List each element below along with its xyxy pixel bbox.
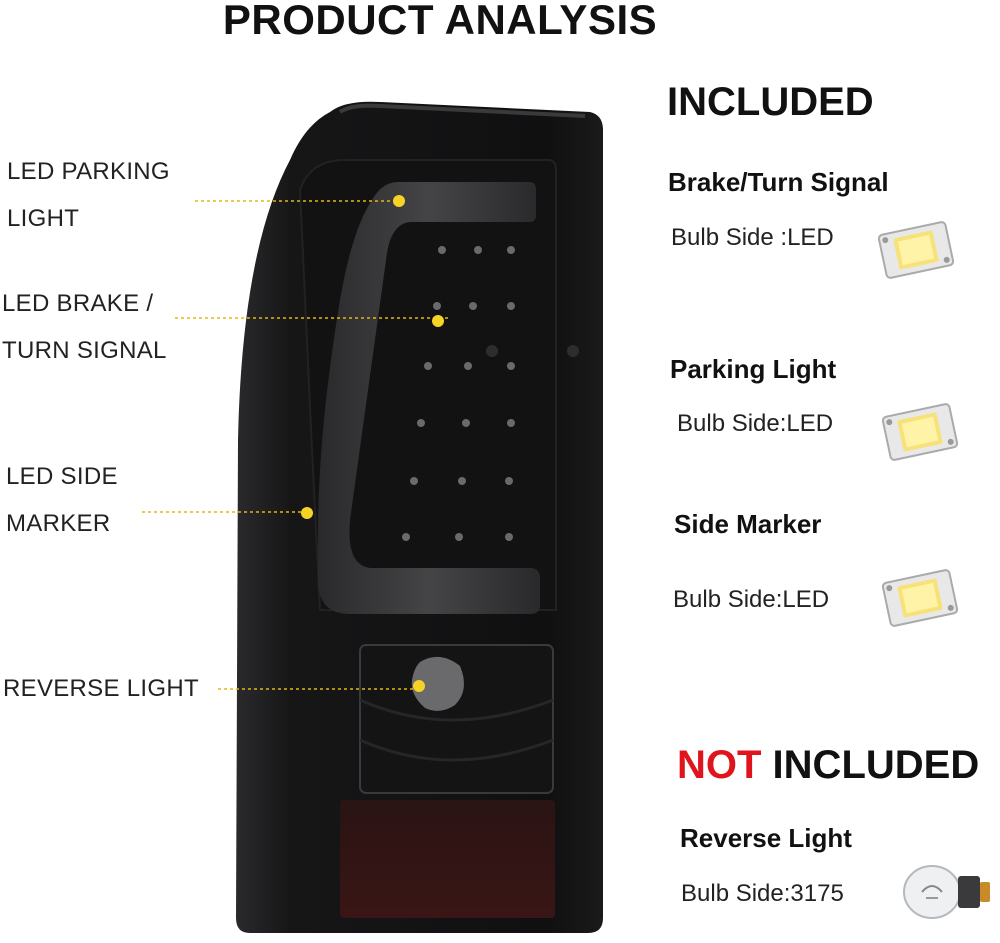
led-dot bbox=[433, 302, 441, 310]
parking-light-marker bbox=[393, 195, 405, 207]
led-dot bbox=[462, 419, 470, 427]
led-chip-icon bbox=[877, 221, 955, 279]
callout-side-marker: LED SIDE MARKER bbox=[6, 463, 118, 537]
led-chip-icon bbox=[881, 403, 959, 461]
page-title: PRODUCT ANALYSIS bbox=[222, 0, 658, 43]
callout-reverse-light: REVERSE LIGHT bbox=[3, 675, 199, 702]
callout-parking-light: LED PARKING LIGHT bbox=[7, 158, 170, 232]
led-dot bbox=[455, 533, 463, 541]
callout-brake-turn: LED BRAKE / TURN SIGNAL bbox=[2, 290, 167, 364]
led-array bbox=[402, 246, 515, 541]
led-dot bbox=[402, 533, 410, 541]
led-dot bbox=[469, 302, 477, 310]
red-lens bbox=[340, 800, 555, 918]
led-dot bbox=[507, 419, 515, 427]
light-tube bbox=[318, 182, 540, 614]
led-dot bbox=[424, 362, 432, 370]
led-dot bbox=[507, 302, 515, 310]
led-dot bbox=[505, 477, 513, 485]
reverse-bulb-housing bbox=[411, 656, 464, 711]
led-dot bbox=[505, 533, 513, 541]
led-dot bbox=[458, 477, 466, 485]
led-dot bbox=[410, 477, 418, 485]
callout-leaders bbox=[142, 195, 450, 692]
side-marker-marker bbox=[301, 507, 313, 519]
led-dot bbox=[464, 362, 472, 370]
incandescent-bulb-icon bbox=[903, 865, 990, 919]
led-dot bbox=[507, 246, 515, 254]
led-dot bbox=[474, 246, 482, 254]
led-dot bbox=[417, 419, 425, 427]
led-chip-icon bbox=[881, 569, 959, 627]
reverse-light-marker bbox=[413, 680, 425, 692]
brake-turn-marker bbox=[432, 315, 444, 327]
led-dot bbox=[507, 362, 515, 370]
led-dot bbox=[438, 246, 446, 254]
